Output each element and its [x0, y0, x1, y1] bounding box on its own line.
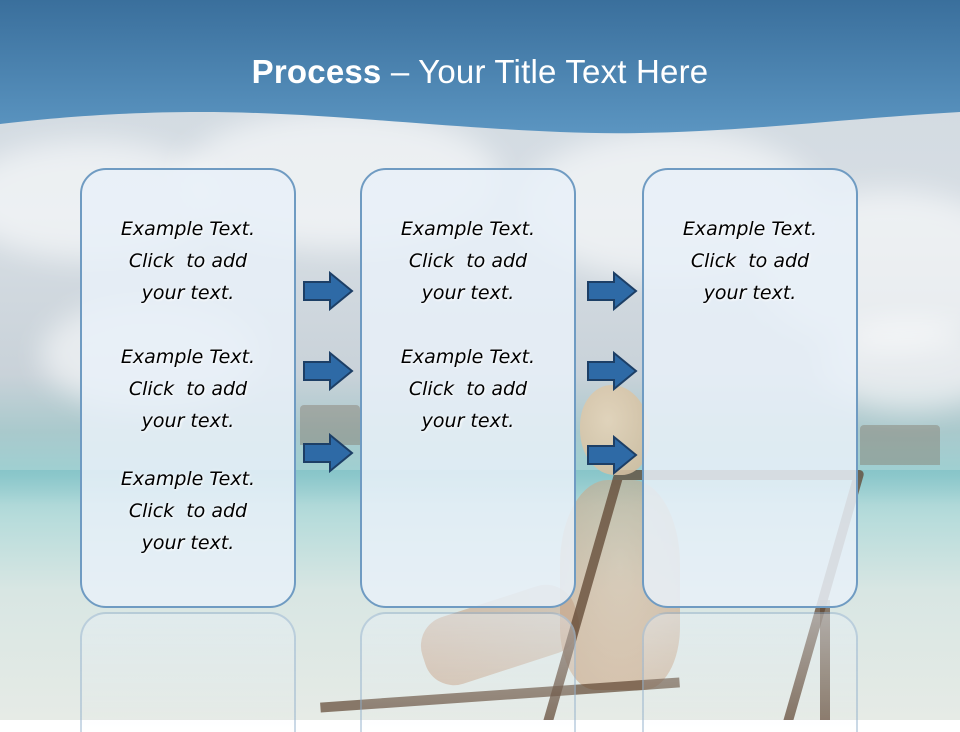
process-box-3[interactable]: Example Text. Click to add your text.	[642, 168, 858, 608]
right-arrow-icon[interactable]	[586, 271, 638, 311]
box-reflection	[360, 612, 576, 732]
title-rest-text: – Your Title Text Here	[381, 53, 709, 90]
box-reflection	[80, 612, 296, 732]
step-text[interactable]: Example Text. Click to add your text.	[120, 346, 256, 432]
right-arrow-icon[interactable]	[302, 433, 354, 473]
title-strong-text: Process	[251, 53, 382, 90]
right-arrow-icon[interactable]	[302, 271, 354, 311]
step-text[interactable]: Example Text. Click to add your text.	[682, 218, 818, 304]
box-reflection	[642, 612, 858, 732]
right-arrow-icon[interactable]	[302, 351, 354, 391]
right-arrow-icon[interactable]	[586, 435, 638, 475]
title-banner	[0, 0, 960, 134]
right-arrow-icon[interactable]	[586, 351, 638, 391]
process-box-1[interactable]: Example Text. Click to add your text. Ex…	[80, 168, 296, 608]
process-box-2[interactable]: Example Text. Click to add your text. Ex…	[360, 168, 576, 608]
step-text[interactable]: Example Text. Click to add your text.	[400, 346, 536, 432]
step-text[interactable]: Example Text. Click to add your text.	[120, 468, 256, 554]
slide-title[interactable]: Process – Your Title Text Here	[0, 53, 960, 91]
step-text[interactable]: Example Text. Click to add your text.	[400, 218, 536, 304]
step-text[interactable]: Example Text. Click to add your text.	[120, 218, 256, 304]
